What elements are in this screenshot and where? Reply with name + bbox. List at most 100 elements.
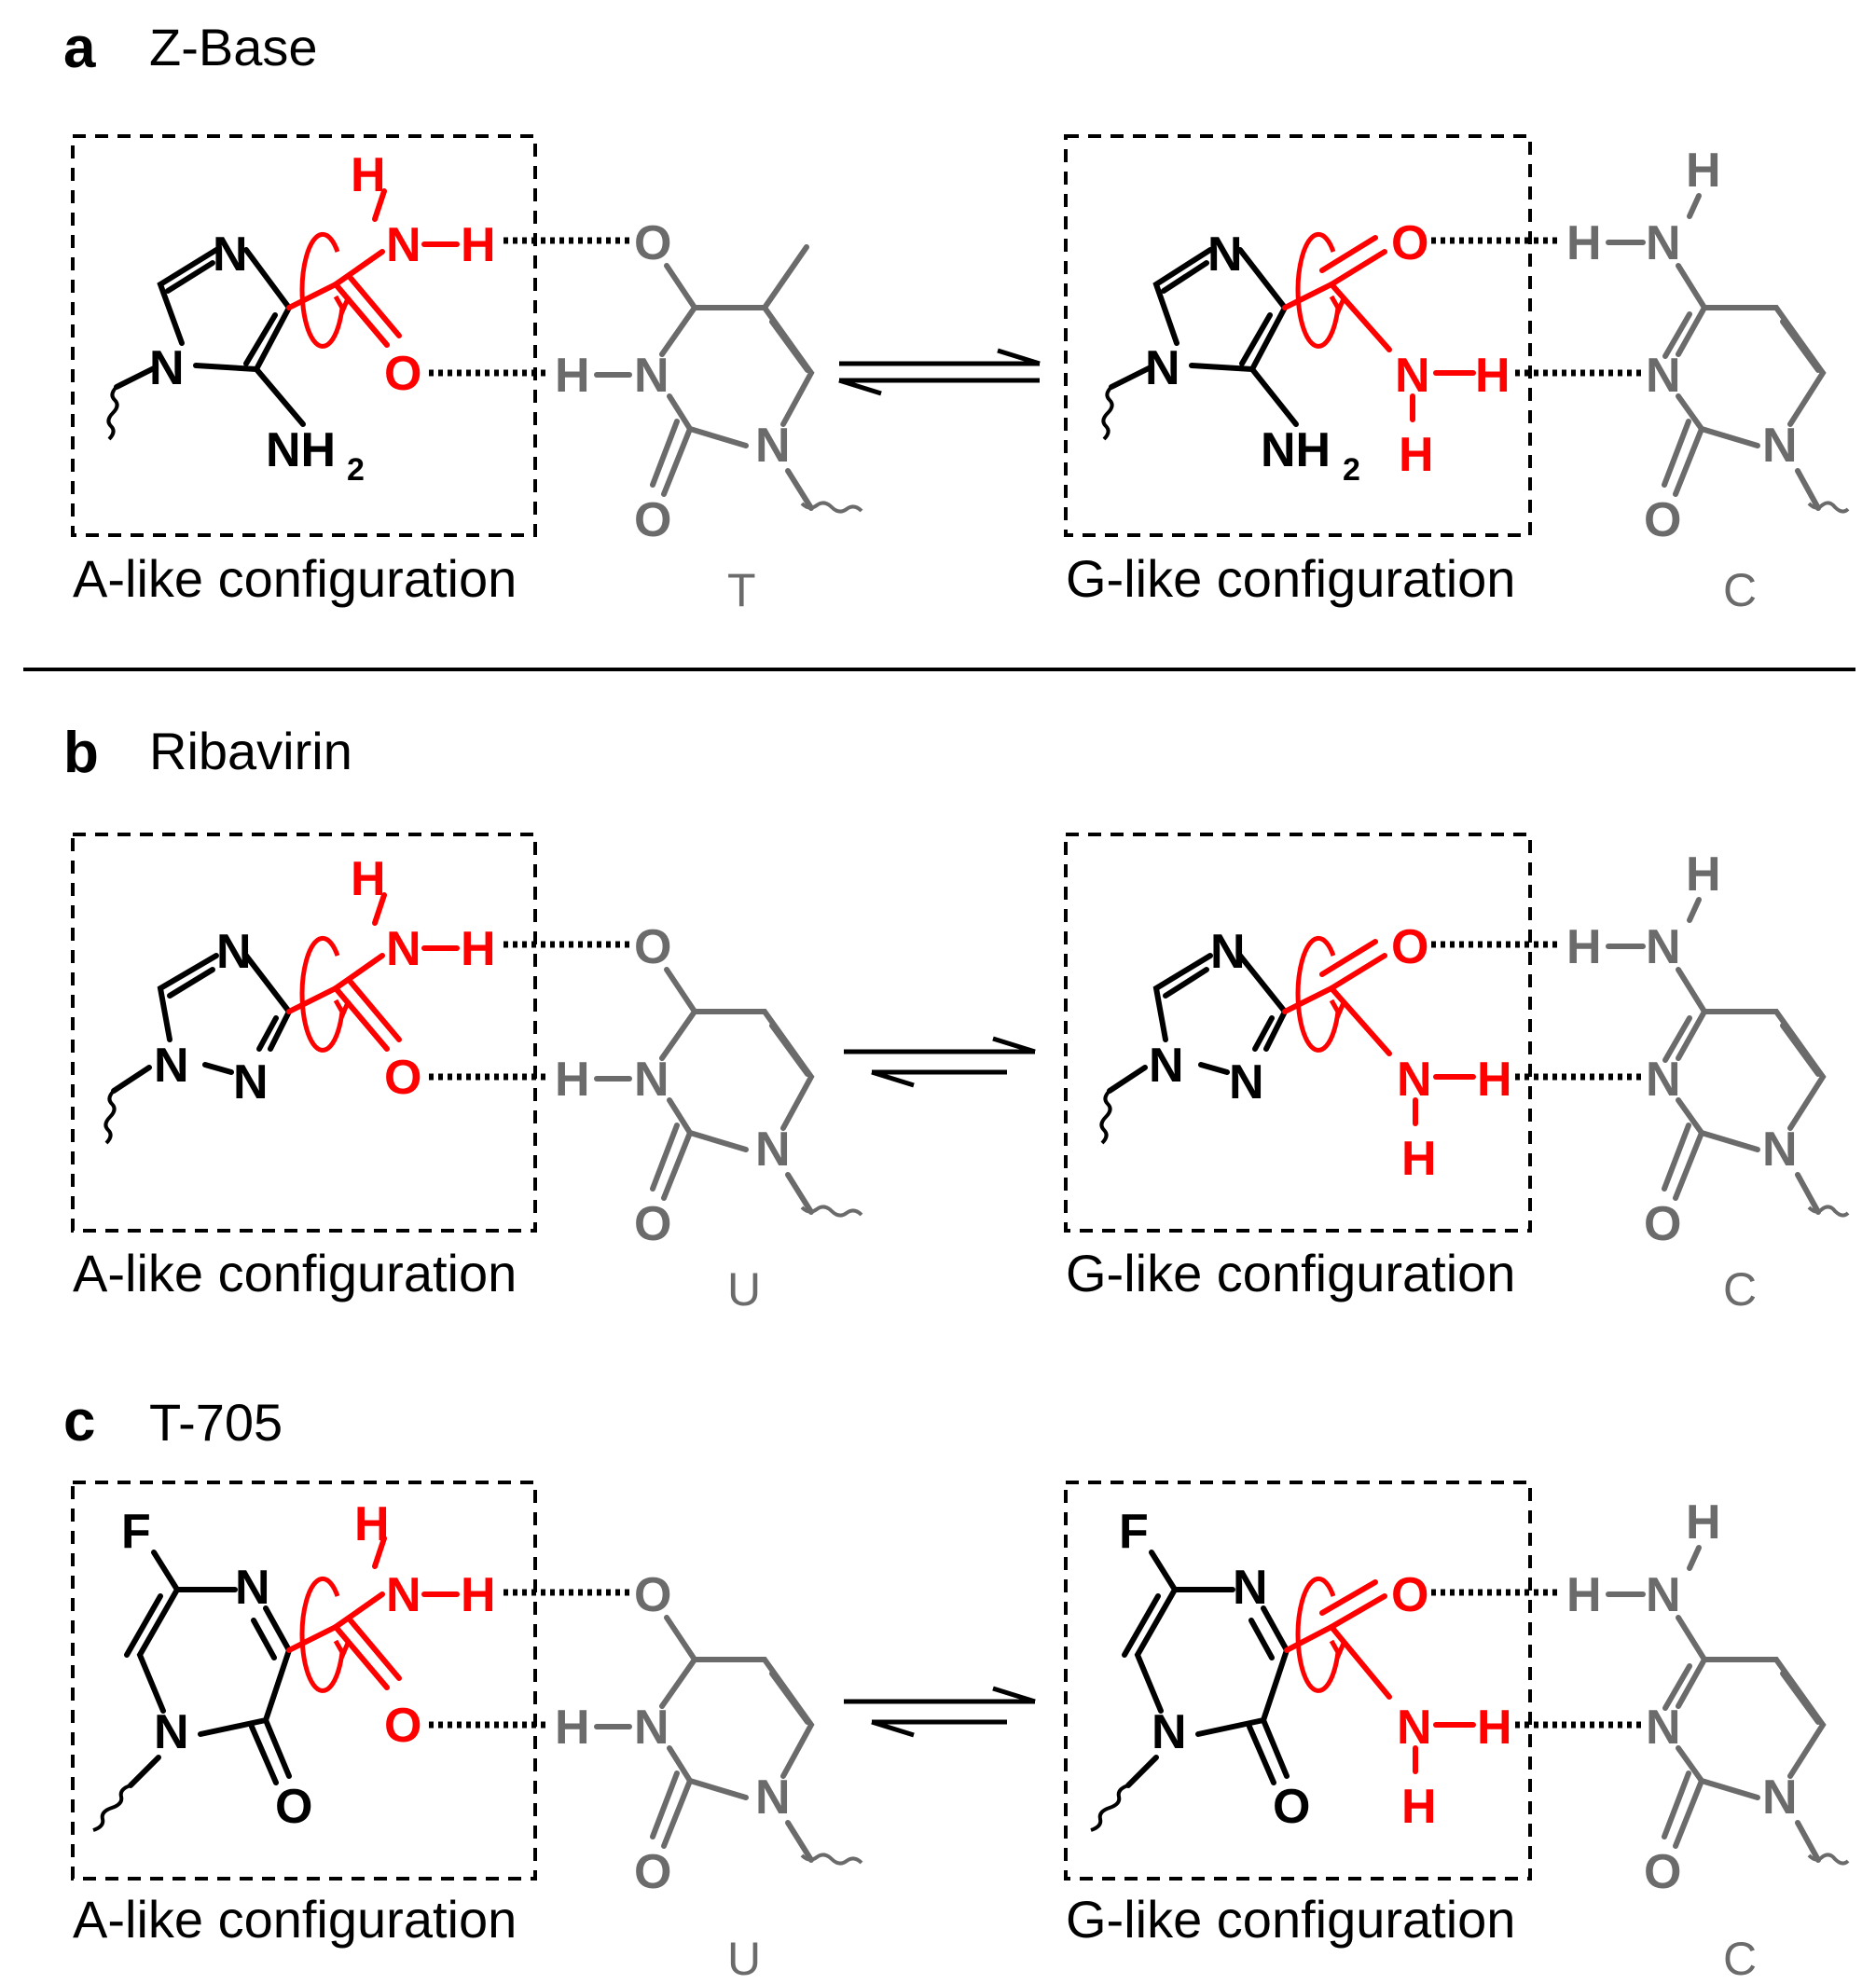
squiggle-icon (1807, 1853, 1850, 1866)
ring-bond (1198, 1062, 1230, 1075)
squiggle-icon (800, 1205, 863, 1218)
panel-b-title: Ribavirin (149, 722, 352, 780)
carbonyl-bond (1662, 419, 1691, 488)
atom-o: O (1391, 1568, 1428, 1622)
amide-bond (333, 1591, 385, 1630)
squiggle-icon (1807, 1205, 1850, 1218)
panel-b-g-like: N N N O N H H H H N N (1064, 833, 1850, 1316)
ring-bond (1263, 1009, 1288, 1052)
analog-box (71, 134, 537, 537)
sugar-bond (128, 1755, 161, 1788)
atom-o: O (634, 1568, 671, 1622)
ring-bond (1249, 305, 1288, 372)
ring-bond (268, 1009, 292, 1052)
ring-bonds (1152, 247, 1213, 346)
ring-bond (193, 363, 259, 372)
atom-o: O (1644, 1197, 1681, 1251)
ring-bond (243, 247, 292, 310)
ring-double-bond (1662, 1663, 1692, 1711)
carbonyl-bond (1247, 1724, 1276, 1785)
ring-double-bond (251, 1618, 277, 1660)
ring-bond (254, 305, 292, 372)
rotation-arrow-icon (299, 935, 352, 1053)
ring-bonds (1134, 1587, 1178, 1714)
atom-n: N (1646, 1701, 1681, 1755)
ring-bonds (157, 247, 219, 346)
atom-n: N (1207, 227, 1243, 282)
panel-c-letter: c (63, 1389, 95, 1454)
atom-n: N (634, 349, 669, 403)
panel-c: c T-705 F N N O (63, 1389, 1850, 1984)
amide-bond (1329, 1624, 1392, 1700)
carbonyl-bond (661, 1778, 693, 1849)
squiggle-icon (1807, 501, 1850, 514)
ring-double-bond (124, 1593, 163, 1658)
atom-n: N (1395, 349, 1430, 403)
ring-bonds (1702, 1657, 1827, 1779)
atom-o: O (1391, 920, 1428, 974)
sugar-bond (1125, 1755, 1159, 1788)
carbonyl-double-bond (347, 274, 402, 338)
panel-c-title: T-705 (149, 1393, 283, 1452)
n-h-bond (1687, 897, 1702, 923)
atom-n: N (149, 341, 185, 395)
atom-n: N (1762, 419, 1798, 473)
ring-double-bond (165, 260, 215, 294)
ring-double-bond (769, 1023, 810, 1077)
panel-a-letter: a (63, 16, 96, 80)
ring-double-bond (1239, 312, 1273, 366)
amine-bond (1676, 1615, 1707, 1662)
amine-bond (1676, 967, 1707, 1014)
squiggle-icon (92, 1784, 131, 1832)
carbonyl-bond (1673, 1778, 1704, 1849)
carbonyl-bond (1662, 1123, 1691, 1192)
carbonyl-double-bond (347, 1617, 402, 1681)
ring-bond (1189, 363, 1255, 372)
ring-double-bond (769, 319, 810, 373)
carbonyl-bond (661, 1130, 693, 1201)
ring-bonds (692, 305, 815, 427)
amino-bond (254, 366, 306, 427)
panel-b-letter: b (63, 721, 99, 785)
carbonyl-bond (1673, 1130, 1704, 1201)
atom-n: N (1152, 1705, 1187, 1759)
atom-h: H (1477, 1701, 1512, 1755)
ring-double-bond (1161, 260, 1209, 294)
ring-bond (1261, 1647, 1290, 1723)
fluoro-bond (1149, 1550, 1178, 1592)
amino-label: NH (266, 423, 336, 477)
squiggle-icon (1090, 1784, 1129, 1832)
ring-bonds (1152, 953, 1213, 1042)
ring-double-bond (243, 312, 278, 366)
rotation-arrow-icon (299, 231, 352, 349)
ring-bonds (659, 263, 698, 357)
amino-subscript: 2 (347, 452, 365, 488)
atom-n: N (634, 1701, 669, 1755)
squiggle-icon (1101, 385, 1114, 441)
amide-bond (286, 282, 338, 310)
squiggle-icon (106, 385, 119, 441)
ring-bond (1261, 1605, 1290, 1653)
atom-n: N (1145, 341, 1180, 395)
atom-o: O (275, 1780, 312, 1834)
atom-n: N (1149, 1039, 1184, 1093)
carbonyl-bond (650, 1123, 680, 1192)
rotation-arrow-icon (1295, 231, 1347, 349)
equilibrium-arrow-icon (838, 348, 1041, 396)
ring-double-bond (167, 967, 215, 999)
atom-h: H (461, 922, 496, 976)
atom-h: H (1477, 1053, 1512, 1107)
ring-double-bond (256, 1015, 279, 1052)
partner-label: U (727, 1263, 761, 1316)
ring-double-bond (1780, 319, 1821, 373)
partner-label: C (1723, 564, 1757, 616)
panel-c-a-like: F N N O H N H O (71, 1481, 863, 1984)
analog-box (71, 1481, 537, 1881)
atom-h: H (1399, 428, 1434, 482)
atom-o: O (384, 1051, 421, 1105)
atom-n: N (755, 1123, 791, 1177)
ring-bonds (659, 967, 698, 1061)
n-h-bond (372, 1536, 387, 1569)
panel-a: a Z-Base N N NH 2 H (63, 16, 1850, 616)
carbonyl-double-bond (1329, 249, 1387, 287)
